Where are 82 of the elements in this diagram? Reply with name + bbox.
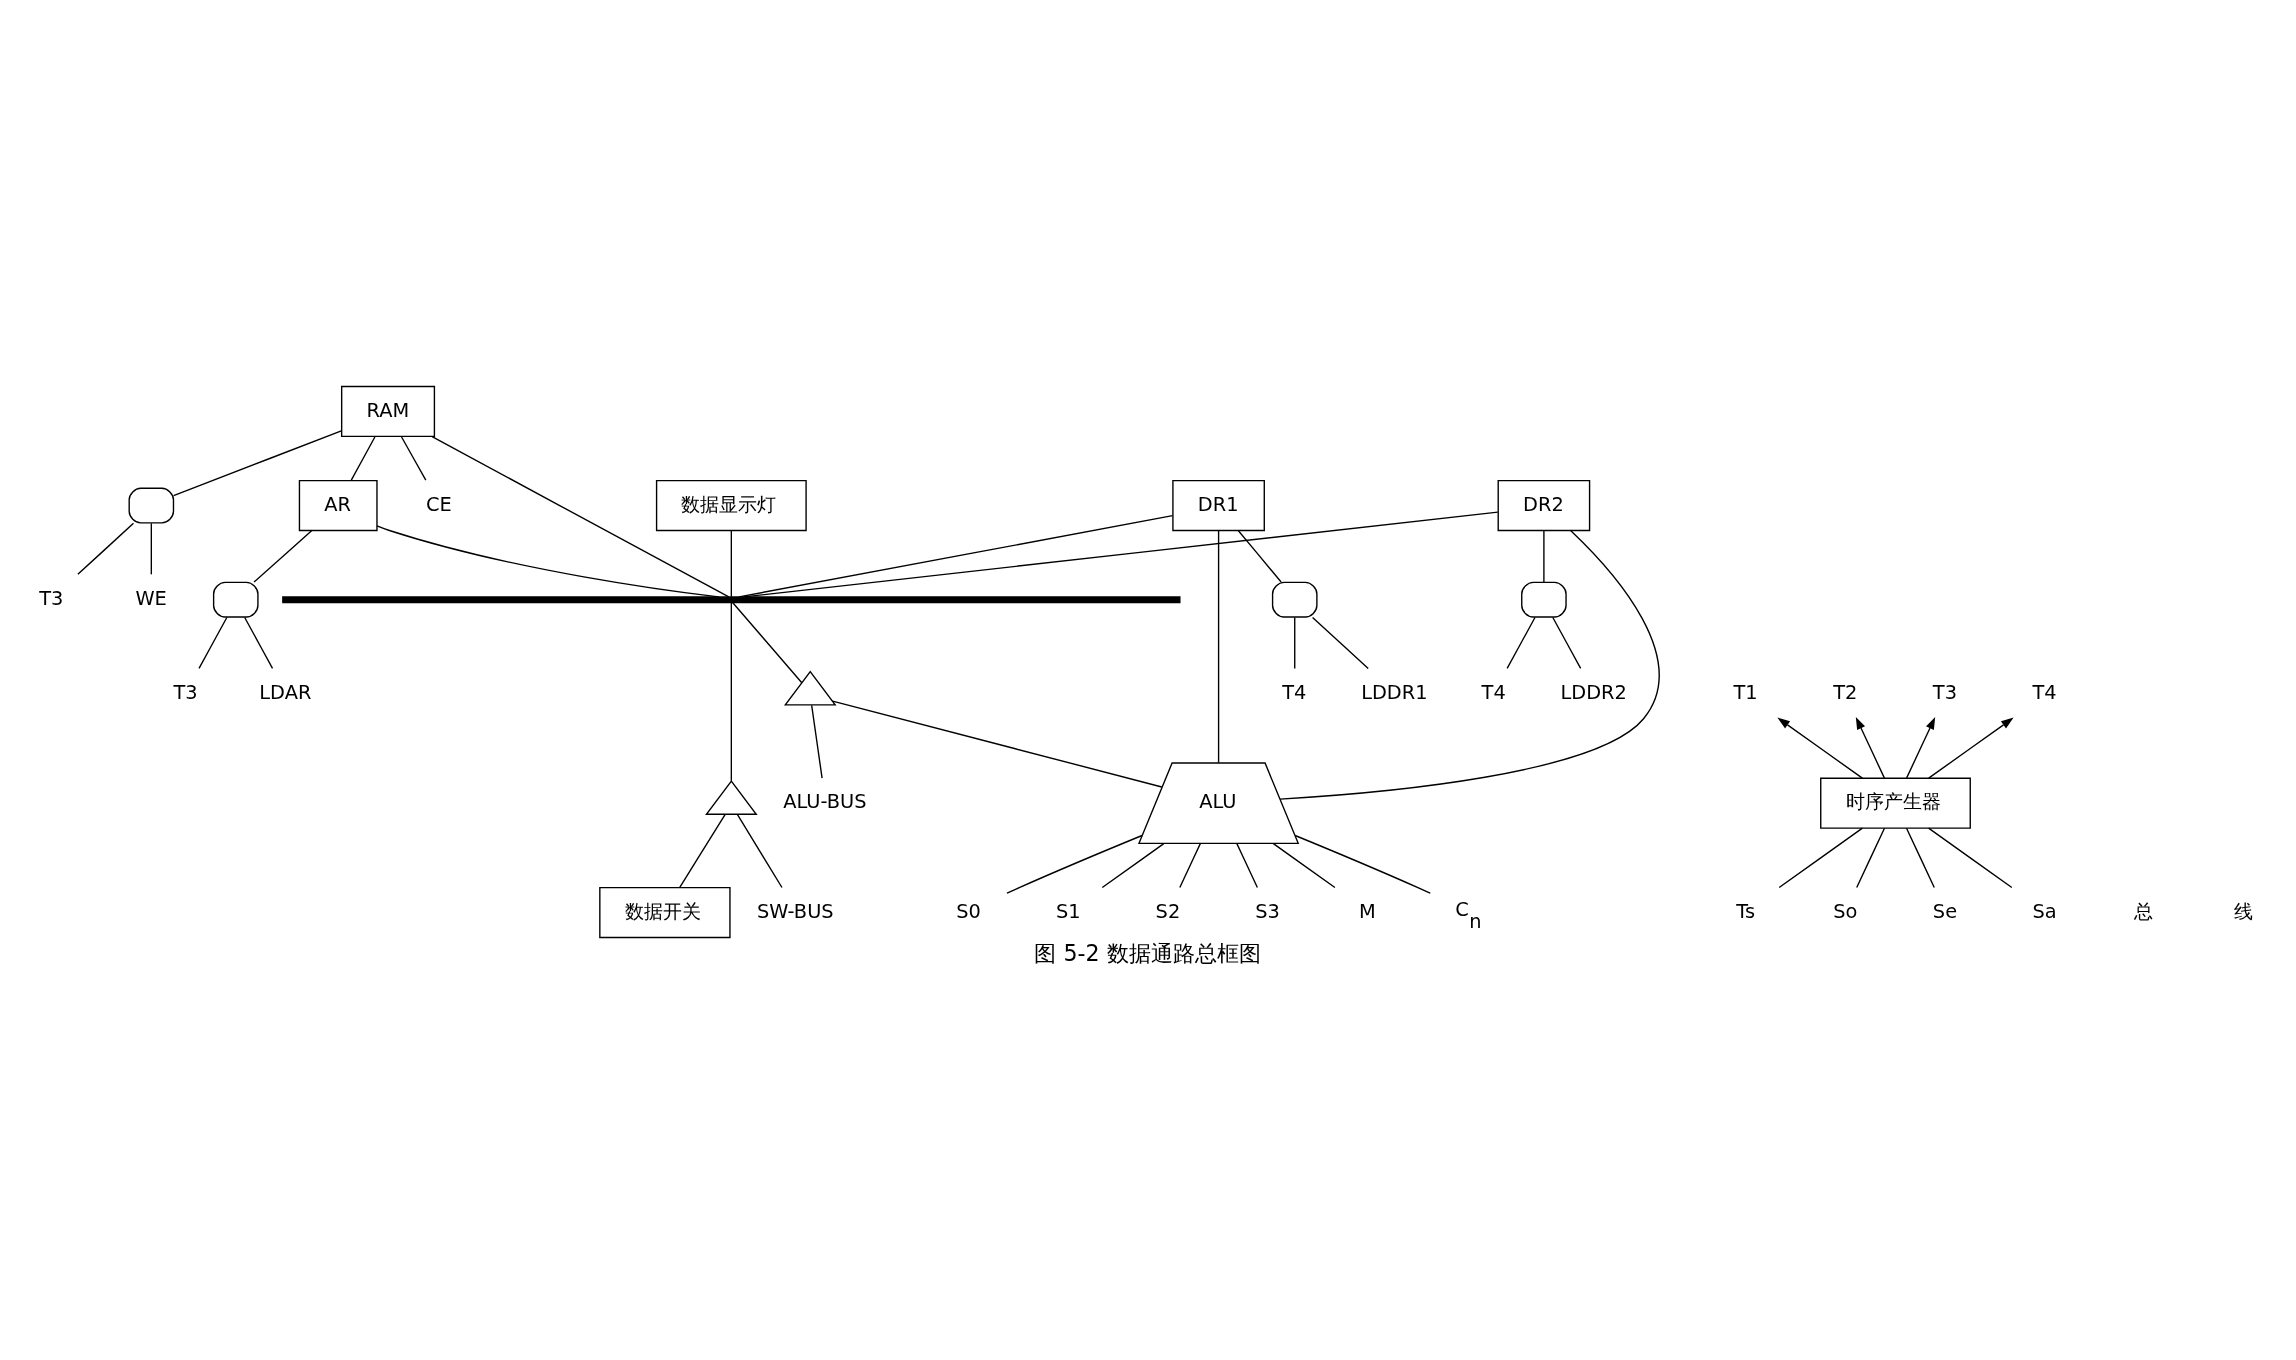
arrow bbox=[1777, 717, 1863, 779]
node-text: SW-BUS bbox=[756, 899, 834, 923]
connector bbox=[1506, 616, 1536, 670]
connector bbox=[431, 435, 730, 598]
connector bbox=[1279, 530, 1660, 800]
connector bbox=[1927, 827, 2013, 889]
connector bbox=[150, 522, 152, 576]
connector bbox=[730, 530, 733, 598]
node-text: WE bbox=[135, 586, 167, 610]
node-text: T3 bbox=[1932, 680, 1958, 704]
node-text: So bbox=[1833, 899, 1858, 923]
node-bar bbox=[282, 596, 1181, 604]
node-gate bbox=[1521, 581, 1567, 618]
connector bbox=[1294, 834, 1431, 894]
node-box: DR2 bbox=[1497, 480, 1591, 532]
connector bbox=[253, 530, 313, 583]
connector bbox=[1237, 530, 1282, 583]
node-gate bbox=[128, 487, 175, 524]
node-box: RAM bbox=[341, 385, 436, 438]
node-box: 数据显示灯 bbox=[655, 480, 807, 532]
node-text: S1 bbox=[1055, 899, 1081, 923]
connector bbox=[831, 700, 1163, 788]
node-text: T4 bbox=[1481, 680, 1506, 704]
arrow bbox=[1855, 716, 1886, 779]
node-text: LDDR2 bbox=[1560, 680, 1627, 704]
connector bbox=[1552, 616, 1582, 670]
node-text: Sa bbox=[2032, 899, 2057, 923]
label: 总 bbox=[2134, 899, 2154, 923]
connector bbox=[730, 601, 733, 782]
connector bbox=[1311, 616, 1369, 670]
connector bbox=[1272, 842, 1336, 889]
node-text: LDAR bbox=[259, 680, 312, 704]
node-triangle bbox=[783, 670, 837, 706]
node-text: S3 bbox=[1255, 899, 1280, 923]
node-text: T3 bbox=[173, 680, 198, 704]
connector bbox=[738, 514, 1174, 598]
label: 线 bbox=[2233, 899, 2253, 923]
node-text: S0 bbox=[956, 899, 981, 923]
node-text: CE bbox=[426, 492, 452, 516]
node-box: AR bbox=[298, 480, 378, 532]
node-text: T2 bbox=[1833, 680, 1858, 704]
node-triangle bbox=[705, 779, 758, 815]
connector bbox=[1006, 834, 1143, 894]
connector bbox=[1217, 530, 1220, 764]
connector bbox=[811, 704, 823, 779]
connector bbox=[1236, 842, 1259, 889]
node-text: T1 bbox=[1733, 680, 1758, 704]
connector bbox=[77, 522, 135, 576]
node-text: Ts bbox=[1736, 899, 1756, 923]
connector bbox=[172, 430, 343, 497]
node-text: S2 bbox=[1155, 899, 1181, 923]
connector bbox=[1778, 827, 1864, 889]
connector bbox=[1101, 842, 1165, 889]
connector bbox=[743, 511, 1499, 598]
connector bbox=[1905, 827, 1935, 889]
node-text: M bbox=[1359, 899, 1376, 923]
connector bbox=[1856, 827, 1886, 889]
caption: 图 5-2 数据通路总框图 bbox=[1034, 939, 1261, 966]
connector bbox=[400, 436, 427, 481]
node-text: LDDR1 bbox=[1361, 680, 1428, 704]
connector bbox=[1179, 842, 1201, 889]
connector bbox=[376, 525, 720, 598]
connector bbox=[1294, 616, 1296, 670]
connector bbox=[736, 813, 783, 889]
node-box: DR1 bbox=[1172, 480, 1265, 532]
connector bbox=[1543, 530, 1545, 583]
node-text: T4 bbox=[1282, 680, 1307, 704]
node-text: T3 bbox=[39, 586, 64, 610]
connector bbox=[678, 813, 726, 889]
arrow bbox=[1928, 717, 2014, 779]
connector bbox=[244, 616, 274, 670]
connector bbox=[350, 436, 376, 481]
connector bbox=[731, 601, 803, 684]
connector bbox=[198, 616, 228, 670]
node-box: 时序产生器 bbox=[1820, 777, 1971, 829]
node-text: ALU-BUS bbox=[783, 790, 867, 814]
node-gate bbox=[1271, 581, 1318, 618]
node-text: Se bbox=[1932, 899, 1958, 923]
node-text: T4 bbox=[2032, 680, 2057, 704]
node-gate bbox=[212, 581, 259, 618]
arrow bbox=[1905, 716, 1936, 779]
node-box: 数据开关 bbox=[599, 886, 731, 939]
